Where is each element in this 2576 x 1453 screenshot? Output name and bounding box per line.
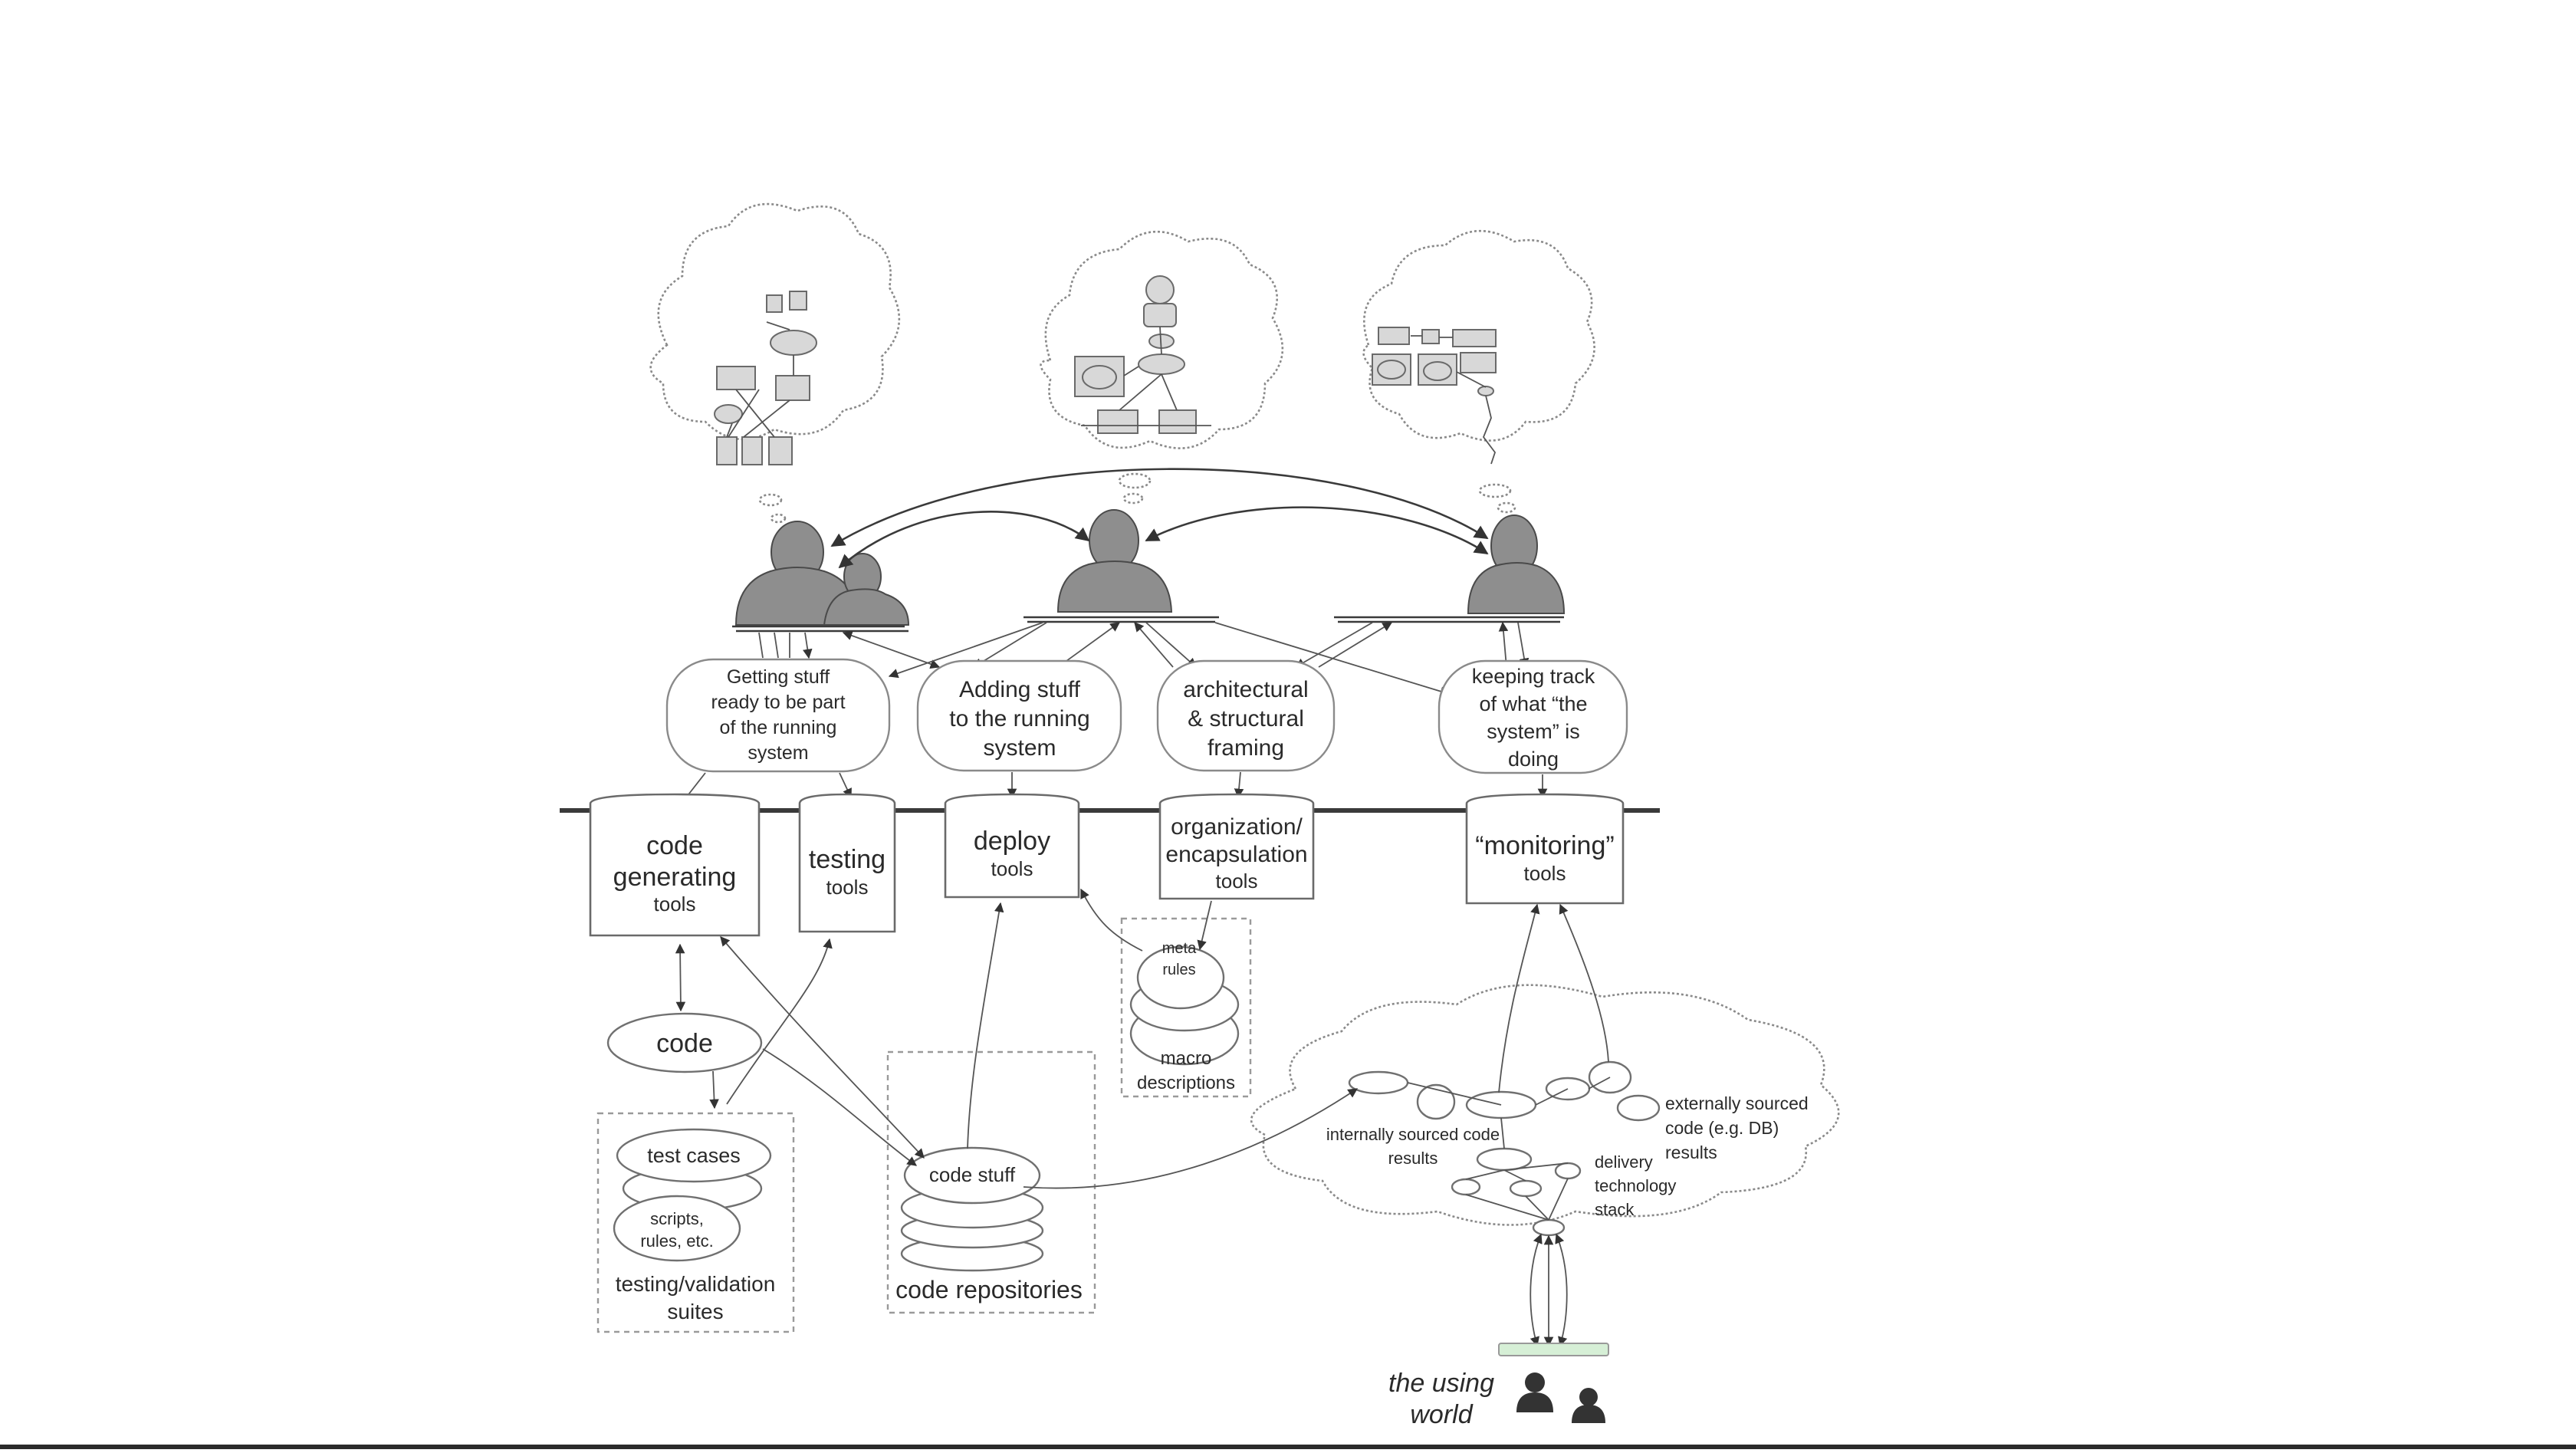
- artifact-arrows: [675, 888, 1609, 1189]
- macro-label: descriptions: [1137, 1073, 1235, 1093]
- tool-label: generating: [613, 863, 737, 892]
- code-repositories: code stuff code repositories: [886, 1050, 1096, 1314]
- cloud-2-drawing: [1074, 275, 1211, 434]
- tool-sub: tools: [826, 876, 869, 899]
- code-stuff-label: code stuff: [929, 1163, 1016, 1186]
- using-world: the using world: [1388, 1369, 1605, 1429]
- role-tool-arrows: [685, 771, 1548, 797]
- thought-cloud-3: [1362, 229, 1595, 514]
- tool-code-generating: code generating tools: [589, 793, 761, 937]
- thought-cloud-2: [1040, 230, 1284, 505]
- tool-label: testing: [809, 845, 886, 874]
- using-world-arrows: [1498, 1233, 1609, 1356]
- test-cases-label: test cases: [647, 1144, 741, 1167]
- artifact-label: code: [656, 1029, 713, 1058]
- delivery-stack-label: technology: [1595, 1176, 1676, 1195]
- cloud-1-drawing: [714, 291, 817, 465]
- role-label: of what “the: [1479, 692, 1587, 715]
- suites-label: suites: [667, 1300, 723, 1323]
- people-role-arrows: [758, 623, 1526, 696]
- role-label: & structural: [1188, 706, 1304, 731]
- role-label: framing: [1208, 735, 1284, 761]
- bottom-rule: [0, 1445, 2576, 1449]
- suites-label: testing/validation: [616, 1272, 776, 1296]
- tool-testing: testing tools: [798, 793, 896, 933]
- internal-results-label: internally sourced code: [1326, 1125, 1500, 1144]
- external-results-label: code (e.g. DB): [1665, 1118, 1779, 1138]
- using-world-label: the using: [1388, 1369, 1494, 1398]
- role-label: system: [748, 742, 808, 764]
- artifact-code: code: [606, 1012, 763, 1073]
- role-bubble-keeping-track: keeping track of what “the system” is do…: [1438, 659, 1628, 774]
- runtime-cloud: internally sourced code results external…: [1250, 984, 1840, 1237]
- person-group-left: [732, 521, 910, 633]
- meta-rules-label: rules: [1162, 962, 1195, 978]
- cloud-3-drawing: [1372, 327, 1497, 465]
- tool-label: code: [646, 831, 703, 860]
- role-bubble-getting-ready: Getting stuff ready to be part of the ru…: [665, 658, 891, 773]
- role-bubble-architectural: architectural & structural framing: [1156, 659, 1336, 772]
- user-icon: [1572, 1388, 1605, 1423]
- tool-sub: tools: [991, 857, 1033, 880]
- role-label: architectural: [1183, 677, 1308, 702]
- delivery-stack-label: delivery: [1595, 1152, 1653, 1172]
- code-repositories-label: code repositories: [895, 1276, 1083, 1303]
- meta-rules-label: meta: [1162, 940, 1197, 957]
- tool-organization: organization/ encapsulation tools: [1158, 793, 1315, 900]
- person-right: [1334, 514, 1566, 623]
- role-label: of the running: [720, 717, 837, 738]
- internal-results-label: results: [1388, 1149, 1438, 1168]
- role-label: Getting stuff: [727, 666, 830, 688]
- tool-deploy: deploy tools: [944, 793, 1080, 899]
- tool-monitoring: “monitoring” tools: [1465, 793, 1625, 905]
- role-label: Adding stuff: [959, 677, 1081, 702]
- using-world-platform: [1498, 1343, 1609, 1356]
- testing-validation-suites: test cases scripts, rules, etc. testing/…: [596, 1112, 795, 1333]
- role-label: to the running: [949, 706, 1089, 731]
- external-results-label: results: [1665, 1142, 1717, 1162]
- role-bubble-adding-stuff: Adding stuff to the running system: [916, 659, 1122, 772]
- delivery-stack-label: stack: [1595, 1200, 1635, 1219]
- thought-cloud-1: [649, 202, 901, 524]
- scripts-label: rules, etc.: [640, 1231, 713, 1251]
- tool-label: organization/: [1171, 814, 1303, 840]
- using-world-label: world: [1410, 1400, 1473, 1429]
- tool-label: deploy: [974, 827, 1050, 856]
- role-label: ready to be part: [711, 692, 845, 713]
- macro-descriptions: meta rules macro descriptions: [1120, 917, 1252, 1098]
- tool-label: encapsulation: [1165, 842, 1307, 867]
- scripts-label: scripts,: [650, 1209, 704, 1228]
- user-icon: [1516, 1372, 1553, 1412]
- collaboration-arrows: [830, 468, 1489, 569]
- tool-label: “monitoring”: [1475, 831, 1614, 860]
- person-center: [1024, 509, 1219, 623]
- role-label: system” is: [1487, 720, 1580, 743]
- tool-sub: tools: [654, 893, 696, 916]
- role-label: doing: [1508, 748, 1559, 771]
- external-results-label: externally sourced: [1665, 1093, 1809, 1113]
- role-label: keeping track: [1472, 665, 1595, 688]
- tool-sub: tools: [1216, 869, 1258, 893]
- tool-sub: tools: [1524, 862, 1566, 885]
- macro-label: macro: [1161, 1048, 1212, 1069]
- role-label: system: [983, 735, 1056, 761]
